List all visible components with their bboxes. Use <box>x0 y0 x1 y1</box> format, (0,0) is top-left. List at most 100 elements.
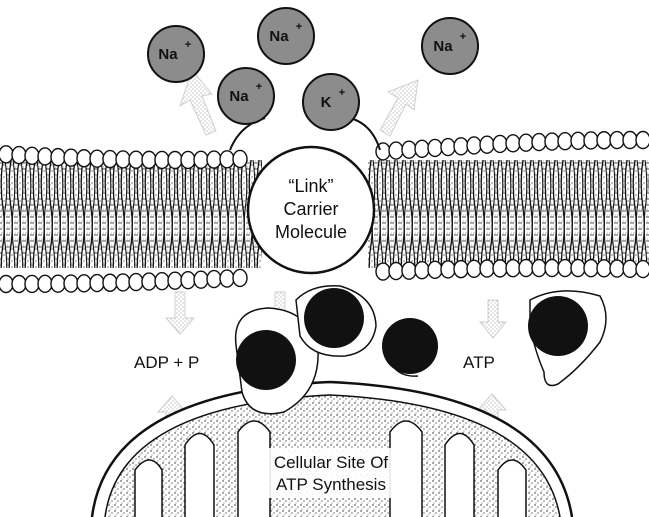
sodium-ion-1: Na + <box>148 26 204 82</box>
phospholipid-head <box>389 142 403 159</box>
phospholipid-head <box>103 274 117 291</box>
phospholipid-head <box>415 140 429 157</box>
svg-text:Na: Na <box>269 28 289 45</box>
phospholipid-head <box>155 273 169 290</box>
phospholipid-head <box>402 141 416 158</box>
phospholipid-head <box>636 132 649 149</box>
phospholipid-head <box>12 147 26 164</box>
mitochondrion-label-line2: ATP Synthesis <box>276 475 386 494</box>
phospholipid-head <box>519 260 533 277</box>
mitochondrion-label-line1: Cellular Site Of <box>274 453 389 472</box>
phospholipid-head <box>506 260 520 277</box>
phospholipid-head <box>90 275 104 292</box>
phospholipid-head <box>597 260 611 277</box>
phospholipid-head <box>194 151 208 168</box>
phospholipid-head <box>441 261 455 278</box>
phospholipid-head <box>12 275 26 292</box>
carrier-label-line2: Carrier <box>283 199 338 219</box>
phospholipid-head <box>558 260 572 277</box>
phospholipid-head <box>506 135 520 152</box>
phospholipid-head <box>480 136 494 153</box>
label-atp: ATP <box>463 353 495 372</box>
phospholipid-head <box>493 135 507 152</box>
phospholipid-head <box>129 151 143 168</box>
atp-molecule-mid <box>382 318 438 376</box>
phospholipid-head <box>116 274 130 291</box>
phospholipid-head <box>181 272 195 289</box>
phospholipid-head <box>142 273 156 290</box>
phospholipid-head <box>610 260 624 277</box>
phospholipid-head <box>571 260 585 277</box>
phospholipid-head <box>207 271 221 288</box>
flow-arrow-mid-right <box>480 300 506 338</box>
sodium-ion-3: Na + <box>218 68 274 124</box>
phospholipid-head <box>142 151 156 168</box>
phospholipid-head <box>415 262 429 279</box>
ion-symbol: Na <box>158 46 178 63</box>
phospholipid-head <box>25 147 39 164</box>
ion-symbol: Na <box>229 88 249 105</box>
phospholipid-head <box>584 260 598 277</box>
phospholipid-head <box>194 271 208 288</box>
phospholipid-head <box>519 134 533 151</box>
phospholipid-head <box>233 269 247 286</box>
sodium-ion-4: Na + <box>422 18 478 74</box>
phospholipid-head <box>168 272 182 289</box>
phospholipid-head <box>181 151 195 168</box>
phospholipid-head <box>376 263 390 280</box>
ion-charge: + <box>296 21 302 33</box>
ion-charge: + <box>339 87 345 99</box>
phospholipid-head <box>545 133 559 150</box>
flow-arrow-mid-left <box>166 292 194 334</box>
phospholipid-head <box>441 139 455 156</box>
phospholipid-head <box>532 260 546 277</box>
phospholipid-head <box>51 275 65 292</box>
carrier-label-line3: Molecule <box>275 222 347 242</box>
phospholipid-head <box>64 149 78 166</box>
phospholipid-head <box>77 275 91 292</box>
svg-text:Na: Na <box>158 46 178 63</box>
ion-symbol: Na <box>433 38 453 55</box>
ion-charge: + <box>185 39 191 51</box>
phospholipid-head <box>155 151 169 168</box>
phospholipid-head <box>220 270 234 287</box>
svg-text:K: K <box>321 94 332 111</box>
phospholipid-head <box>532 134 546 151</box>
phospholipid-head <box>480 260 494 277</box>
phospholipid-head <box>402 262 416 279</box>
phospholipid-head <box>38 275 52 292</box>
ion-charge: + <box>256 81 262 93</box>
phospholipid-head <box>0 146 13 163</box>
phospholipid-head <box>389 263 403 280</box>
phospholipid-head <box>610 132 624 149</box>
carrier-label-line1: “Link” <box>288 176 333 196</box>
label-adp-p: ADP + P <box>134 353 199 372</box>
phospholipid-head <box>597 132 611 149</box>
phospholipid-head <box>428 139 442 156</box>
atp-molecule-center <box>296 286 376 356</box>
phospholipid-head <box>454 138 468 155</box>
phospholipid-head <box>207 151 221 168</box>
phospholipid-head <box>0 275 13 292</box>
ion-charge: + <box>460 31 466 43</box>
phospholipid-head <box>623 260 637 277</box>
phospholipid-head <box>64 275 78 292</box>
phospholipid-head <box>129 274 143 291</box>
lipid-tail-region-right <box>368 160 649 268</box>
lipid-tail-region-left <box>0 160 262 268</box>
phospholipid-head <box>493 260 507 277</box>
phospholipid-head <box>467 137 481 154</box>
ion-symbol: K <box>321 94 332 111</box>
phospholipid-head <box>116 151 130 168</box>
phospholipid-head <box>168 151 182 168</box>
phospholipid-head <box>77 150 91 167</box>
phospholipid-head <box>467 260 481 277</box>
sodium-ion-2: Na + <box>258 8 314 64</box>
phospholipid-head <box>558 133 572 150</box>
phospholipid-head <box>51 149 65 166</box>
flow-arrow-top-right <box>380 80 418 136</box>
mitochondrion: Cellular Site Of ATP Synthesis <box>92 382 572 517</box>
phospholipid-head <box>623 132 637 149</box>
phospholipid-head <box>38 148 52 165</box>
